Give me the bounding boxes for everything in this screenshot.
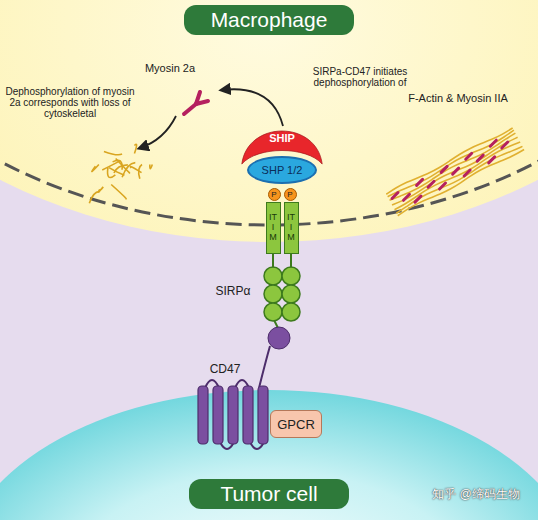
- myosin-motor: [502, 142, 508, 148]
- annotation-text: Dephosphorylation of myosin 2a correspon…: [4, 86, 136, 119]
- myosin-motor: [392, 192, 398, 198]
- myosin-motor: [464, 170, 470, 176]
- filament: [92, 164, 99, 171]
- node-text: GPCR: [277, 417, 315, 432]
- watermark: 知乎 @缔码生物: [420, 486, 532, 503]
- filament: [111, 184, 126, 198]
- myosin-motor: [466, 153, 472, 159]
- myosin-motor: [403, 194, 409, 200]
- protein-label: Myosin 2a: [130, 62, 210, 74]
- cd47-protein: [198, 346, 270, 449]
- actin-strand: [392, 137, 518, 205]
- cell-membrane: [0, 0, 538, 225]
- curved-arrow: [222, 89, 283, 126]
- filament: [104, 151, 122, 154]
- filament: [139, 165, 142, 179]
- myosin-motor: [453, 168, 459, 174]
- actin-strand: [390, 133, 516, 200]
- itim-motif: ITIM: [284, 202, 299, 254]
- title-box: Tumor cell: [189, 479, 349, 509]
- itim-motif: ITIM: [266, 202, 281, 254]
- myosin-motor: [415, 196, 421, 202]
- node-text: Tumor cell: [220, 482, 317, 506]
- node-text: P: [287, 190, 292, 199]
- myosin-icon: [184, 92, 208, 114]
- filament-tangle: [89, 144, 152, 203]
- curved-arrow: [140, 116, 176, 148]
- title-box: Macrophage: [184, 5, 354, 35]
- node-text: SHP 1/2: [262, 164, 303, 176]
- myosin-motor: [489, 157, 495, 163]
- myosin-motor: [441, 166, 447, 172]
- node-text: Macrophage: [211, 8, 328, 32]
- protein-label: CD47: [200, 362, 250, 376]
- protein-label: SIRPα: [208, 284, 258, 298]
- gpcr-box: GPCR: [270, 410, 322, 438]
- myosin-motor: [417, 179, 423, 185]
- myosin-motor: [440, 183, 446, 189]
- actin-strand: [398, 149, 524, 215]
- filament: [150, 164, 152, 168]
- sirpa-receptor: [264, 254, 300, 349]
- node-text: P: [271, 190, 276, 199]
- filament: [114, 165, 128, 173]
- phosphate-circle: P: [268, 188, 281, 201]
- actin-strand: [396, 146, 522, 213]
- phosphate-circle: P: [284, 188, 297, 201]
- filament: [134, 144, 136, 153]
- myosin-motor: [428, 181, 434, 187]
- node-text: ITIM: [269, 213, 278, 243]
- filament: [113, 160, 123, 169]
- actin-strand: [394, 142, 520, 210]
- tumor-cell: [0, 390, 538, 520]
- shp-protein: SHP 1/2: [247, 156, 317, 184]
- myosin-motor: [490, 140, 496, 146]
- node-text: ITIM: [287, 213, 296, 243]
- actin-bundle: [386, 128, 524, 216]
- filament: [89, 192, 99, 204]
- node-text: SHIP: [269, 132, 295, 144]
- annotation-text: SIRPa-CD47 initiates dephosphorylation o…: [290, 66, 430, 88]
- structure-label: F-Actin & Myosin IIA: [408, 92, 508, 104]
- myosin-motor: [477, 155, 483, 161]
- filament: [108, 168, 116, 178]
